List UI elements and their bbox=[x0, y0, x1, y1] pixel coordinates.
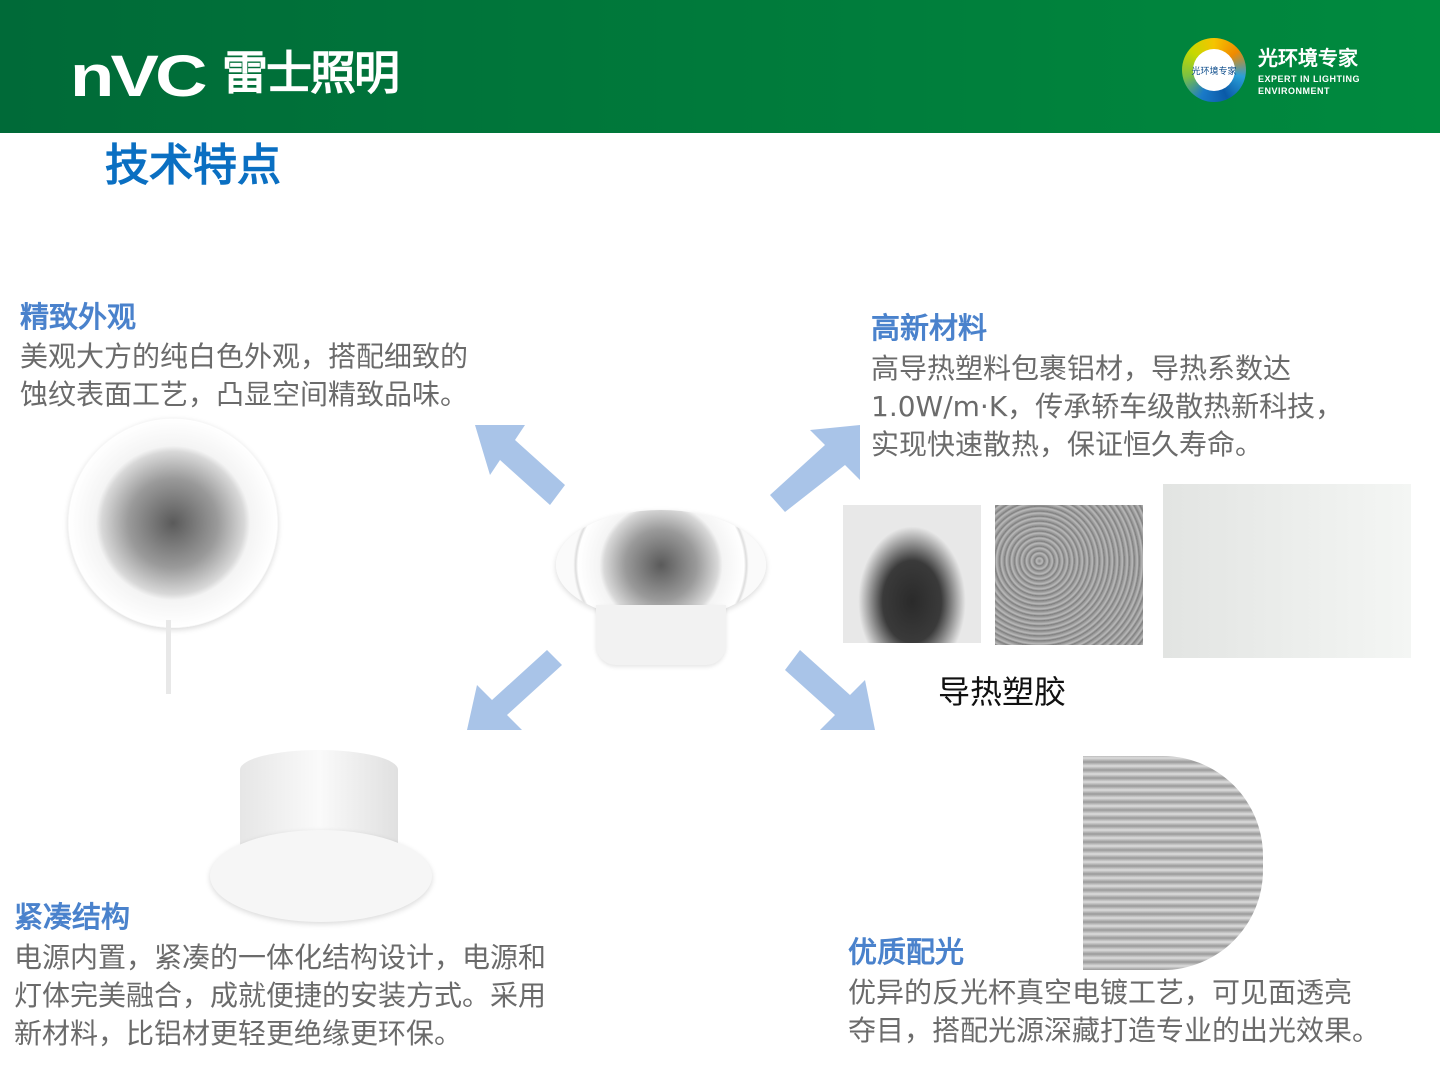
lamp-terminal-image bbox=[1163, 484, 1411, 658]
arrow-up-left-icon bbox=[475, 425, 565, 505]
feature-title-appearance: 精致外观 bbox=[20, 300, 137, 334]
arrow-down-right-icon bbox=[785, 650, 875, 730]
feature-text-optics: 优异的反光杯真空电镀工艺，可见面透亮 夺目，搭配光源深藏打造专业的出光效果。 bbox=[848, 976, 1381, 1047]
feature-text-material: 高导热塑料包裹铝材，导热系数达 1.0W/m·K，传承轿车级散热新科技， 实现快… bbox=[871, 352, 1344, 461]
lamp-front-image bbox=[68, 418, 278, 628]
arrow-down-left-icon bbox=[467, 650, 562, 730]
arrow-up-right-icon bbox=[770, 425, 860, 512]
lamp-cable bbox=[166, 620, 171, 694]
light-environment-badge-icon: 光环境专家 bbox=[1182, 38, 1246, 102]
material-texture-image bbox=[995, 505, 1143, 645]
lamp-side-flange bbox=[210, 830, 432, 922]
reflector-closeup-image bbox=[1083, 756, 1263, 970]
feature-title-structure: 紧凑结构 bbox=[14, 900, 131, 934]
lamp-center-image bbox=[556, 510, 766, 620]
material-caption: 导热塑胶 bbox=[938, 673, 1067, 711]
nvc-logo: nVC bbox=[70, 44, 208, 109]
page-title: 技术特点 bbox=[105, 140, 281, 191]
feature-title-optics: 优质配光 bbox=[848, 935, 965, 969]
feature-title-material: 高新材料 bbox=[871, 311, 988, 345]
badge-title: 光环境专家 bbox=[1258, 46, 1358, 70]
feature-text-appearance: 美观大方的纯白色外观，搭配细致的 蚀纹表面工艺，凸显空间精致品味。 bbox=[20, 340, 469, 411]
brand-name: 雷士照明 bbox=[222, 46, 400, 100]
plastic-granules-image bbox=[843, 505, 981, 643]
lamp-center-body bbox=[596, 605, 726, 665]
feature-text-structure: 电源内置，紧凑的一体化结构设计，电源和 灯体完美融合，成就便捷的安装方式。采用 … bbox=[14, 941, 547, 1050]
